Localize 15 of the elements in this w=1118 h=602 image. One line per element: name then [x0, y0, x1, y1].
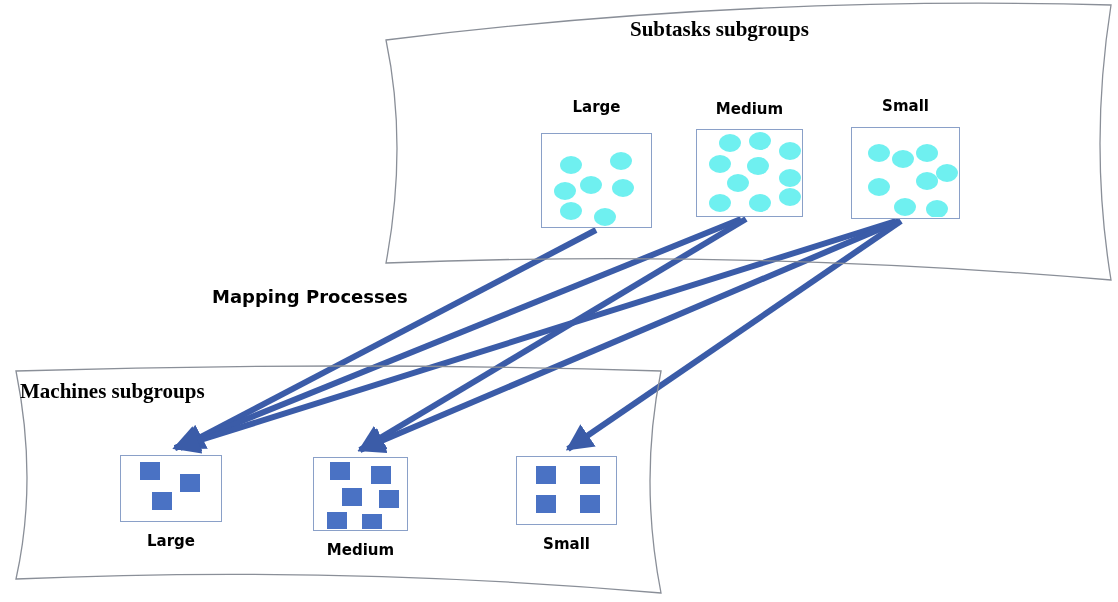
arrow: [565, 218, 903, 452]
arrow: [172, 218, 897, 454]
group-title: Machines subgroups: [20, 379, 205, 404]
size-label: Small: [542, 535, 591, 553]
size-label: Small: [881, 97, 930, 115]
size-label: Medium: [714, 100, 785, 118]
size-label: Large: [146, 532, 196, 550]
subgroup-box: [541, 98, 652, 228]
size-label: Medium: [325, 541, 396, 559]
subgroup-box: [696, 100, 803, 217]
arrow: [172, 216, 743, 452]
size-label: Large: [571, 98, 622, 116]
subgroup-box: [851, 97, 960, 219]
group-title: Subtasks subgroups: [630, 17, 809, 42]
mapping-label: Mapping Processes: [212, 286, 408, 307]
